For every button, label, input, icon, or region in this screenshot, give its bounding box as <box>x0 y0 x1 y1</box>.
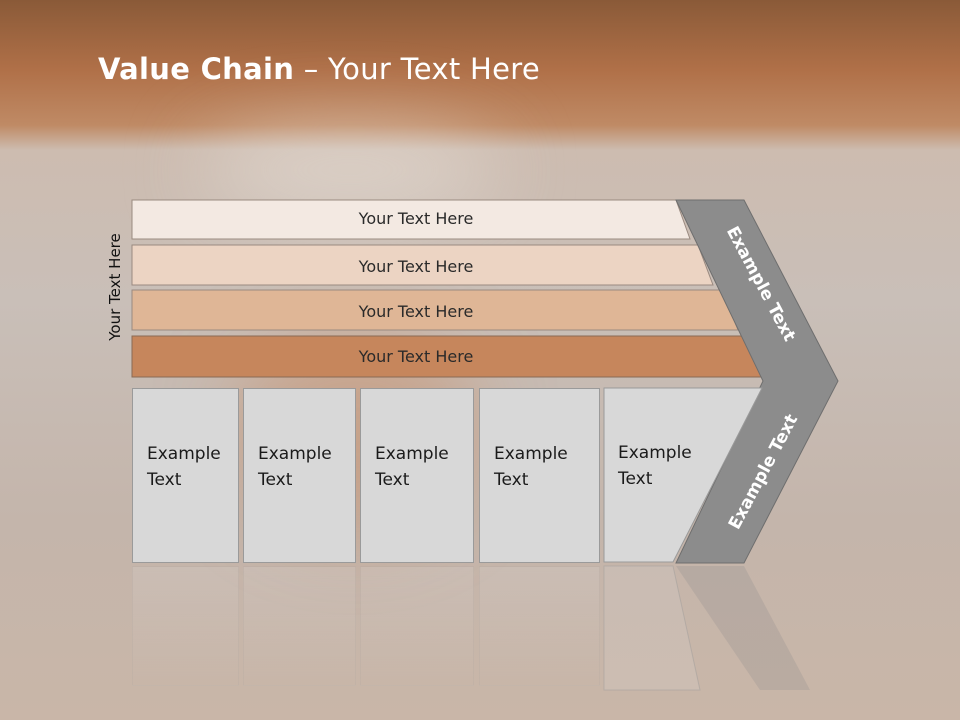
box-2-line2: Text <box>258 470 293 490</box>
bar-3-label: Your Text Here <box>358 302 474 321</box>
chevron-arrow <box>675 199 839 564</box>
bar-4-label: Your Text Here <box>358 347 474 366</box>
box-3-reflection <box>360 566 474 686</box>
box-5-line1: Example <box>618 443 692 463</box>
box-1-line2: Text <box>147 470 182 490</box>
box-4-line2: Text <box>494 470 529 490</box>
bar-1 <box>131 199 691 240</box>
box-3-line1: Example <box>375 444 449 464</box>
box-5-line2: Text <box>618 469 653 489</box>
box-2-reflection <box>243 566 356 686</box>
background-glow-top <box>200 130 500 210</box>
box-1-reflection <box>132 566 239 686</box>
box-5-shape <box>603 387 763 563</box>
bar-1-label: Your Text Here <box>358 209 474 228</box>
box-5-reflection <box>603 565 701 691</box>
title-bold: Value Chain <box>98 52 295 86</box>
box-3-line2: Text <box>375 470 410 490</box>
box-1-line1: Example <box>147 444 221 464</box>
title-rest: – Your Text Here <box>294 52 540 86</box>
box-4-reflection <box>479 566 600 686</box>
chevron-reflection <box>676 566 810 690</box>
bar-2-label: Your Text Here <box>358 257 474 276</box>
bar-2 <box>131 244 714 286</box>
box-2-line1: Example <box>258 444 332 464</box>
page-title: Value Chain – Your Text Here <box>98 52 540 86</box>
box-4-line1: Example <box>494 444 568 464</box>
